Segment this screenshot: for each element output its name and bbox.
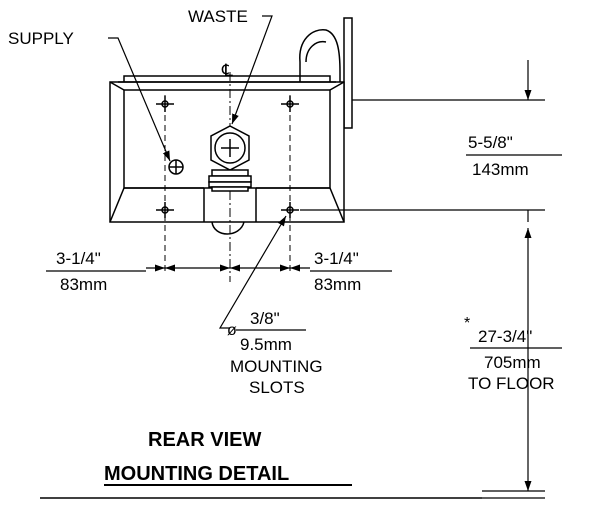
asterisk-note: * <box>464 315 470 332</box>
fraction-bars <box>46 154 562 349</box>
floor-dimension-mm: 705mm <box>484 353 541 372</box>
left-dimension-inches: 3-1/4" <box>56 249 101 268</box>
waste-label: WASTE <box>188 7 248 26</box>
title-rear-view: REAR VIEW <box>148 429 261 451</box>
right-dimension-mm: 83mm <box>314 275 361 294</box>
floor-dimension-inches: 27-3/4" <box>478 327 532 346</box>
diameter-symbol: ø <box>227 322 237 339</box>
floor-dimension-caption: TO FLOOR <box>468 374 555 393</box>
callout-leaders <box>108 15 273 162</box>
title-mounting-detail: MOUNTING DETAIL <box>104 463 289 485</box>
wall-bracket <box>299 17 353 129</box>
slot-size-mm: 9.5mm <box>240 335 292 354</box>
supply-label: SUPPLY <box>8 29 74 48</box>
centerline-symbol: ℄ <box>221 61 233 80</box>
vertical-dimensions <box>300 60 545 499</box>
left-dimension-mm: 83mm <box>60 275 107 294</box>
supply-fitting <box>168 159 184 175</box>
slot-size-inches: 3/8" <box>250 309 280 328</box>
waste-fitting <box>208 125 252 192</box>
slot-label-line2: SLOTS <box>249 378 305 397</box>
mounting-slot-marks <box>156 96 299 218</box>
slot-leader <box>218 215 287 329</box>
top-dimension-mm: 143mm <box>472 160 529 179</box>
slot-label-line1: MOUNTING <box>230 357 323 376</box>
top-dimension-inches: 5-5/8" <box>468 133 513 152</box>
right-dimension-inches: 3-1/4" <box>314 249 359 268</box>
